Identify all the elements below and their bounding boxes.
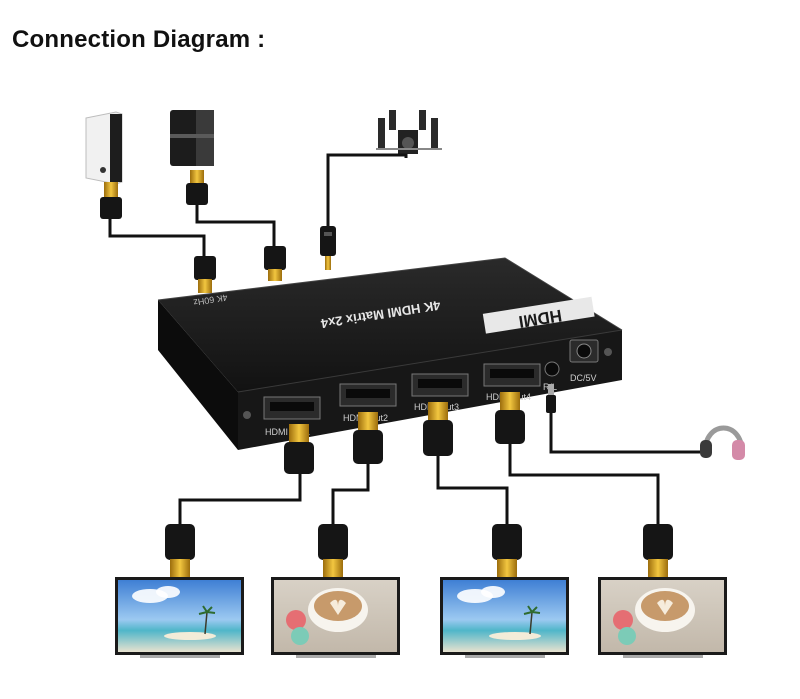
hdmi-plug-input-2 bbox=[264, 246, 286, 281]
page-title: Connection Diagram : bbox=[12, 26, 266, 53]
audio-cable-speakers bbox=[326, 153, 408, 228]
audio-plug-headphones bbox=[546, 384, 556, 413]
tv-display-3 bbox=[440, 577, 569, 658]
tv-display-2 bbox=[271, 577, 400, 658]
power-port: DC/5V bbox=[569, 339, 599, 383]
speaker-system-icon bbox=[376, 110, 442, 154]
headphones-icon bbox=[700, 425, 745, 460]
hdmi-plug-source-1 bbox=[100, 182, 122, 219]
hdmi-plug-out-3 bbox=[423, 402, 453, 456]
output-cable-3 bbox=[436, 455, 509, 526]
tv-display-4 bbox=[598, 577, 727, 658]
hdmi-plug-out-4 bbox=[495, 392, 525, 444]
hdmi-matrix-device: 4K HDMI Matrix 2x4 4K 60Hz HDMI HDMI Out… bbox=[157, 257, 623, 450]
port-label-1: HDMI Out1 bbox=[265, 427, 310, 437]
game-console-source-icon bbox=[170, 110, 214, 166]
pc-source-icon bbox=[85, 111, 123, 185]
hdmi-output-port-1: HDMI Out1 bbox=[263, 396, 321, 437]
hdmi-plug-display-4 bbox=[643, 524, 673, 577]
output-cable-4 bbox=[508, 442, 660, 526]
headphone-cable bbox=[549, 412, 706, 454]
output-cable-1 bbox=[178, 472, 302, 526]
hdmi-plug-source-2 bbox=[186, 170, 208, 205]
hdmi-plug-display-3 bbox=[492, 524, 522, 577]
output-cable-2 bbox=[331, 462, 370, 526]
hdmi-plug-display-1 bbox=[165, 524, 195, 577]
svg-text:DC/5V: DC/5V bbox=[570, 373, 597, 383]
hdmi-plug-out-1 bbox=[284, 424, 314, 474]
hdmi-plug-display-2 bbox=[318, 524, 348, 577]
hdmi-plug-out-2 bbox=[353, 412, 383, 464]
audio-plug-speakers bbox=[320, 226, 336, 270]
hdmi-plug-input-1 bbox=[194, 256, 216, 293]
input-cable-1 bbox=[108, 218, 206, 258]
input-cable-2 bbox=[195, 204, 276, 248]
tv-display-1 bbox=[115, 577, 244, 658]
